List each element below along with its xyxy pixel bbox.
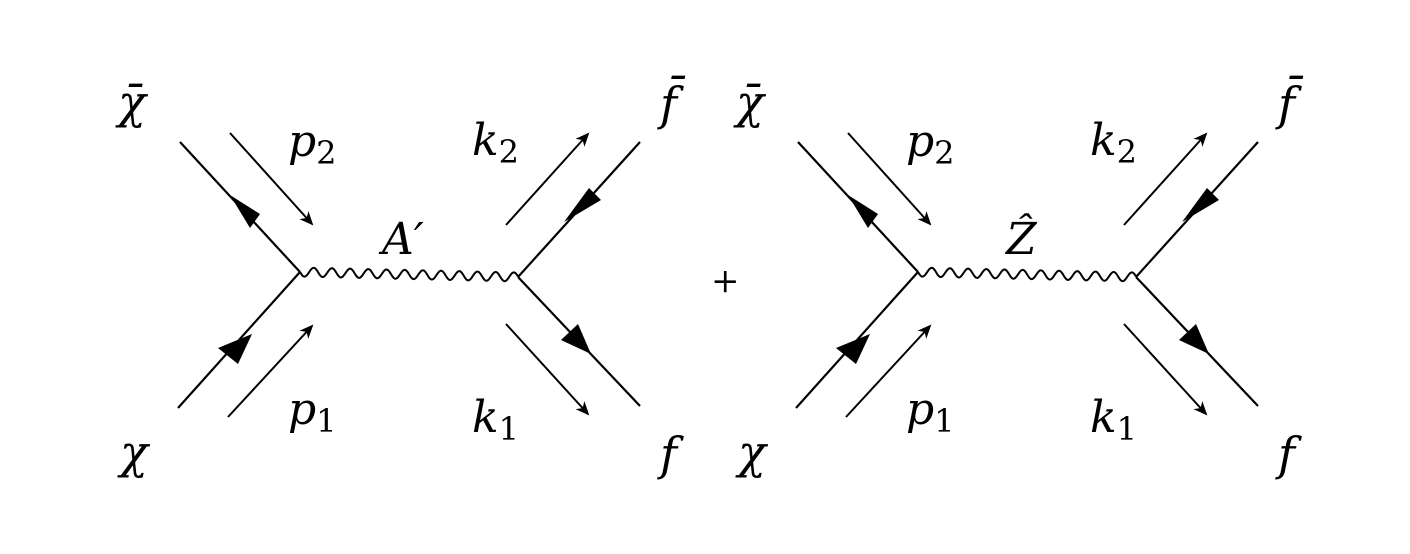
k2-label: k2 [472, 115, 519, 171]
p1-momentum-arrow [845, 324, 932, 418]
plus-operator: + [711, 261, 740, 301]
k2-momentum-arrow [505, 132, 590, 226]
diagram-a-prime: χ̄ χ f̄ f A′ p2 p1 k2 k1 [115, 74, 685, 481]
k1-momentum-arrow [1123, 323, 1208, 416]
p2-momentum-arrow [229, 132, 314, 226]
p1-label: p1 [288, 384, 337, 440]
f-bar-label: f̄ [1275, 74, 1303, 131]
f-label: f [657, 427, 684, 481]
chi-bar-label: χ̄ [733, 75, 767, 129]
diagram-z-hat: χ̄ χ f̄ f Ẑ p2 p1 k2 k1 [733, 74, 1303, 481]
mediator-label: A′ [378, 214, 424, 265]
f-arrowhead [1179, 324, 1209, 354]
chi-bar-arrowhead [230, 195, 260, 228]
chi-arrowhead [218, 334, 252, 364]
f-bar-arrowhead [564, 188, 601, 222]
chi-bar-arrowhead [848, 195, 878, 228]
k1-label: k1 [472, 392, 519, 448]
p2-momentum-arrow [847, 132, 932, 226]
f-label: f [1275, 427, 1302, 481]
chi-label: χ [735, 425, 769, 479]
chi-label: χ [117, 425, 151, 479]
p1-momentum-arrow [227, 324, 314, 418]
k2-momentum-arrow [1123, 132, 1208, 226]
p2-label: p2 [288, 116, 337, 172]
k1-label: k1 [1090, 392, 1137, 448]
k1-momentum-arrow [505, 323, 590, 416]
p2-label: p2 [906, 116, 955, 172]
chi-bar-label: χ̄ [115, 75, 149, 129]
mediator-label: Ẑ [1004, 212, 1038, 265]
k2-label: k2 [1090, 115, 1137, 171]
f-bar-label: f̄ [657, 74, 685, 131]
f-arrowhead [561, 324, 591, 354]
mediator-wavy-line [917, 266, 1137, 283]
f-bar-arrowhead [1182, 188, 1219, 222]
p1-label: p1 [906, 384, 955, 440]
mediator-wavy-line [299, 266, 519, 283]
chi-arrowhead [836, 334, 870, 364]
